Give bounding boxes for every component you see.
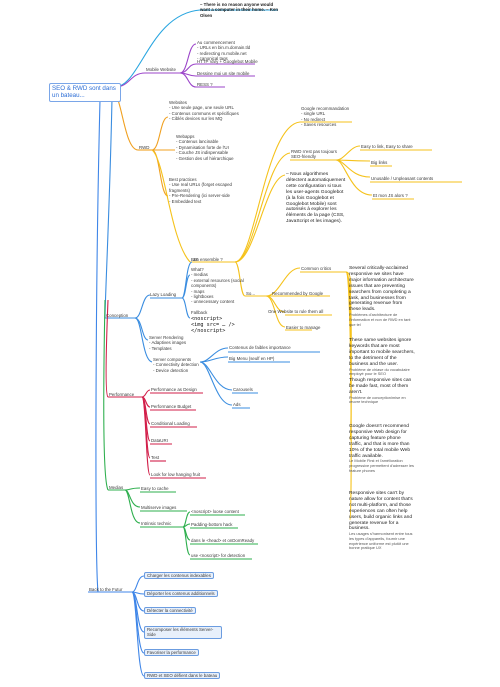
http-vary-node[interactable]: HTTP Vary + Googlebot Mobile <box>197 59 258 64</box>
bon-ensemble-node[interactable]: Bon ensemble ? <box>191 257 223 262</box>
critic-5-en: Responsive sites can't by nature allow f… <box>349 491 413 532</box>
back-to-future-node[interactable]: Back to the Futur <box>89 587 123 592</box>
rwd-node[interactable]: RWD <box>139 145 150 150</box>
mobile-website-node[interactable]: Mobile Website <box>146 67 176 72</box>
performance-item-2[interactable]: Performance Budget <box>151 404 192 409</box>
future-item-5[interactable]: Favoriser la performance <box>144 649 199 657</box>
fallback-node[interactable]: Fallback <box>191 310 208 315</box>
mobile-beginning-node[interactable]: Au commencement - URLs en bin.m.domain.t… <box>197 40 251 62</box>
future-item-6[interactable]: RWD et SEO défient dans le bateau <box>144 672 221 680</box>
common-critics-node[interactable]: Common critics <box>301 266 332 271</box>
performance-node[interactable]: Performance <box>109 392 135 397</box>
critic-2[interactable]: These same websites ignore keywords that… <box>349 338 415 377</box>
critic-1-en: Several critically-acclaimed responsive … <box>349 266 414 313</box>
medias-node[interactable]: Medias <box>109 485 124 490</box>
padding-bottom-node[interactable]: Padding-bottom hack <box>191 522 233 527</box>
performance-item-5[interactable]: Test <box>151 455 160 460</box>
algorithms-node[interactable]: – Nous algorithmes détectent automatique… <box>286 172 346 225</box>
future-item-3[interactable]: Détecter la connectivité <box>144 607 196 615</box>
critic-3-fr: Problème de conception/mise en œuvre tec… <box>349 394 406 405</box>
critic-1[interactable]: Several critically-acclaimed responsive … <box>349 266 415 327</box>
one-website-node[interactable]: One Website to rule them all <box>268 309 324 314</box>
critic-4-en: Google doesn't recommend responsive Web … <box>349 424 411 459</box>
google-recommendation-node[interactable]: Google recommandation - single URL - No … <box>301 106 350 128</box>
easy-to-cache-node[interactable]: Easy to cache <box>141 486 169 491</box>
contenus-faibles-node[interactable]: Contenus de faibles importance <box>229 345 291 350</box>
critic-3-en: Though responsive sites can be made fast… <box>349 378 412 395</box>
critic-2-fr: Problème de chiase du vocabulaire employ… <box>349 366 410 377</box>
mobile-design-node[interactable]: Dessine moi un site mobile <box>197 71 250 76</box>
noscript-code: <noscript> <img src= … /> </noscript> <box>191 316 235 335</box>
rwd-websites-node[interactable]: Websites - Une seule page, une seule URL… <box>169 100 239 122</box>
intrinsic-node[interactable]: Intrinsic technic <box>141 521 172 526</box>
js-node[interactable]: JS <box>193 257 199 262</box>
easier-node[interactable]: Easier to manage <box>286 325 321 330</box>
carousels-node[interactable]: Carousels <box>233 387 253 392</box>
head-onload-node[interactable]: dans le <head> et onDomReady <box>191 538 255 543</box>
quote-node[interactable]: – There is no reason anyone would want a… <box>200 2 279 18</box>
root-topic[interactable]: SEO & RWD sont dans un bateau... <box>49 83 121 102</box>
future-item-4[interactable]: Recomposer les éléments Server-Side <box>144 626 222 639</box>
critic-3[interactable]: Though responsive sites can be made fast… <box>349 378 415 405</box>
noscript-loose-node[interactable]: <noscript> loose content <box>191 509 239 514</box>
critic-1-fr: Problèmes d'architecture de l'informatio… <box>349 312 411 327</box>
performance-item-4[interactable]: DataURI <box>151 438 168 443</box>
critic-5-fr: Les usages s'harmonisent entre tous les … <box>349 531 413 551</box>
use-noscript-node[interactable]: use <noscript> for detection <box>191 553 246 558</box>
unusable-node[interactable]: Unusable / Unpleasant contents <box>371 176 434 181</box>
so-node[interactable]: So... <box>246 291 256 296</box>
big-links-node[interactable]: Big links <box>371 160 388 165</box>
big-menu-node[interactable]: Big Menu (seulf en HP) <box>229 356 275 361</box>
performance-item-1[interactable]: Performance as Design <box>151 387 197 392</box>
ress-node[interactable]: RESS ? <box>197 82 213 87</box>
ads-node[interactable]: Ads <box>233 402 241 407</box>
lazy-loading-node[interactable]: Lazy Loading <box>150 292 177 297</box>
rwd-not-friendly-node[interactable]: RWD n'est pas toujours SEO-friendly <box>291 149 337 160</box>
multiserve-node[interactable]: Multiserve images <box>141 505 177 510</box>
conception-node[interactable]: Conception <box>106 313 129 318</box>
what-node[interactable]: What? - medias - external resources (soc… <box>191 267 244 305</box>
critic-5[interactable]: Responsive sites can't by nature allow f… <box>349 491 415 551</box>
critic-4[interactable]: Google doesn't recommend responsive Web … <box>349 424 415 474</box>
critic-4-fr: Le Mobile First et l'amélioration progre… <box>349 458 414 473</box>
rwd-webapps-node[interactable]: Webapps - Contenus lancinable - Dynamisa… <box>176 134 234 161</box>
recommended-node[interactable]: Recommended by Google <box>272 291 324 296</box>
et-mon-js-node[interactable]: Et mon JS alors ? <box>373 193 408 198</box>
future-item-1[interactable]: Charger les contenus indexables <box>144 572 214 580</box>
performance-item-3[interactable]: Conditional Loading <box>151 421 190 426</box>
performance-item-6[interactable]: Look for low hanging fruit <box>151 472 201 477</box>
critic-2-en: These same websites ignore keywords that… <box>349 338 415 367</box>
future-item-2[interactable]: Déporter les contenus additionnels <box>144 590 218 598</box>
server-components-node[interactable]: Server components - Connectivity detecti… <box>153 357 199 373</box>
rwd-best-practices-node[interactable]: Best practices - Use real URLs (forget e… <box>169 177 232 204</box>
easy-to-share-node[interactable]: Easy to link, Easy to share <box>361 144 413 149</box>
server-rendering-node[interactable]: Server Rendering - Adaptives images - Te… <box>149 335 187 351</box>
